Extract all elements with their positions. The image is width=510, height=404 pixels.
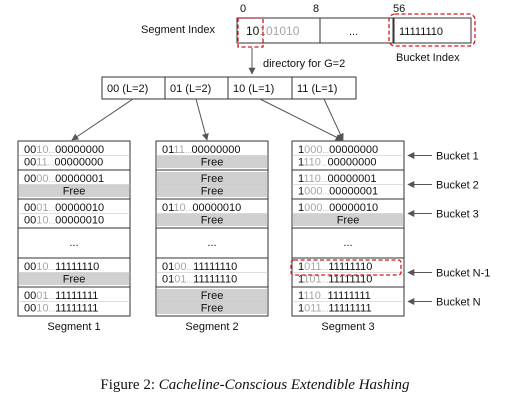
bit-tick-8: 8: [313, 3, 319, 15]
hash-key-ellipsis: ...: [349, 26, 358, 38]
hash-key-entry: 0101...11111110: [162, 274, 237, 286]
free-slot: Free: [201, 186, 224, 198]
free-slot: Free: [201, 303, 224, 315]
hash-key-entry: 0010...11111111: [24, 303, 98, 315]
bucket-index-highlight: [388, 13, 476, 47]
bucket-ellipsis: ...: [343, 237, 352, 249]
bucket-ellipsis: ...: [69, 237, 78, 249]
bit-tick-0: 0: [240, 3, 246, 15]
bucket-label-4: Bucket N-1: [436, 268, 490, 280]
segment-name: Segment 1: [47, 321, 100, 333]
segment-1: 0010...000000000011...000000000000...000…: [17, 140, 131, 333]
hash-key-entry: 1011...11111111: [298, 303, 372, 315]
segment-2: 0111...00000000FreeFreeFree0110...000000…: [155, 140, 269, 333]
bucket-bits-box: [393, 17, 472, 44]
hash-key-entry: 0110...00000010: [162, 202, 241, 214]
free-slot: Free: [63, 274, 86, 286]
bucket-bits: 11111110: [399, 26, 443, 38]
free-slot: Free: [201, 290, 224, 302]
free-slot: Free: [201, 157, 224, 169]
hash-key-entry: 1000...00000010: [298, 202, 378, 214]
segment-index-label: Segment Index: [141, 24, 215, 36]
hash-key-entry: 0010...11111110: [24, 261, 99, 273]
hash-key-entry: 0000...00000001: [24, 173, 104, 185]
segment-index-highlight: [237, 17, 264, 48]
free-slot: Free: [337, 215, 360, 227]
bucket-n-1-highlight: [290, 259, 402, 276]
hash-key-entry: 1000...00000001: [298, 186, 378, 198]
hash-key-entry: 0001...00000010: [24, 202, 104, 214]
free-slot: Free: [201, 173, 224, 185]
directory-entry-01: 01 (L=2): [170, 83, 211, 95]
hash-key-entry: 0010...00000000: [24, 144, 104, 156]
directory-label: directory for G=2: [263, 58, 345, 70]
free-slot: Free: [63, 186, 86, 198]
free-slot: Free: [201, 215, 224, 227]
hash-key-entry: 1110...11111111: [298, 290, 371, 302]
hash-key-entry: 0111...00000000: [162, 144, 240, 156]
hash-key-entry: 1000...00000000: [298, 144, 378, 156]
hash-key-entry: 0100...11111110: [162, 261, 237, 273]
hash-key-entry: 0010...00000010: [24, 215, 104, 227]
hash-key-entry: 0001...11111111: [24, 290, 98, 302]
index-bits: 10101010: [246, 24, 300, 38]
bucket-index-label: Bucket Index: [396, 52, 460, 64]
figure-caption: Figure 2: Cacheline-Conscious Extendible…: [100, 377, 410, 393]
bit-tick-56: 56: [393, 3, 405, 15]
bucket-label-2: Bucket 2: [436, 180, 479, 192]
bucket-label-5: Bucket N: [436, 297, 481, 309]
directory-entry-00: 00 (L=2): [107, 83, 148, 95]
bucket-label-3: Bucket 3: [436, 209, 479, 221]
segment-name: Segment 3: [321, 321, 374, 333]
hash-key-entry: 1011...11111110: [298, 261, 372, 273]
hash-key-entry: 1110...00000000: [298, 157, 376, 169]
directory-entry-11: 11 (L=1): [297, 83, 337, 95]
directory: 00 (L=2) 01 (L=2) 10 (L=1) 11 (L=1): [101, 76, 357, 100]
hash-key-entry: 1101...11111110: [298, 274, 372, 286]
hash-key-entry: 1110...00000001: [298, 173, 376, 185]
directory-entry-10: 10 (L=1): [233, 83, 274, 95]
bucket-label-1: Bucket 1: [436, 151, 479, 163]
segment-name: Segment 2: [185, 321, 238, 333]
hash-key-entry: 0011...00000000: [24, 157, 103, 169]
segment-3: 1000...000000001110...000000001110...000…: [291, 140, 405, 333]
bucket-ellipsis: ...: [207, 237, 216, 249]
